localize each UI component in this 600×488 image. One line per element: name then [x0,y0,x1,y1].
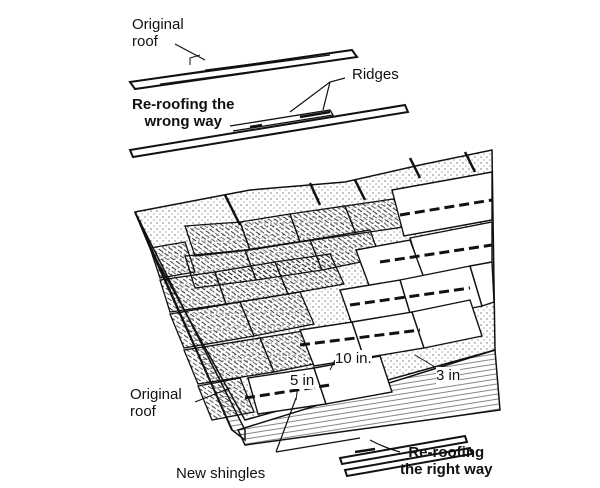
back-edge-ridges [223,151,477,226]
new-shingles-label: New shingles [176,465,266,482]
right-way-label: Re-roofing the right way [400,444,493,478]
original-roof-bottom-line1: Original [130,386,182,403]
old-shingles [149,197,411,421]
ridges-leader-2 [322,81,331,111]
nail-lines [244,198,493,400]
ridges-label: Ridges [352,66,399,83]
wrong-way-line1: Re-roofing the [132,96,235,113]
dim-10-label: 10 in. [335,350,372,367]
original-roof-leader [174,43,206,61]
original-roof-bottom-line2: roof [130,403,156,420]
original-roof-top-label: Original roof [132,16,184,50]
ridges-leader-1 [289,77,346,113]
new-shingles-leader-2 [275,437,361,453]
new-shingles-leader-1 [275,397,297,453]
dim-3-label: 3 in [436,367,461,384]
right-way-line2: the right way [400,461,493,478]
original-roof-top-line2: roof [132,33,158,50]
original-roof-bottom-label: Original roof [130,386,182,420]
original-roof-bottom-leader [194,387,231,403]
roof-fascia-bottom [236,349,501,446]
new-shingles [247,171,495,415]
dim-5-label: 5 in [290,372,315,389]
right-way-line1: Re-roofing [408,444,485,461]
wrong-way-line2: wrong way [144,113,222,130]
right-way-leader [369,439,401,453]
wrong-way-section [128,103,410,159]
wrong-way-label: Re-roofing the wrong way [132,96,235,130]
original-roof-top-line1: Original [132,16,184,33]
right-way-section [338,434,474,478]
original-roof-section [128,48,359,91]
